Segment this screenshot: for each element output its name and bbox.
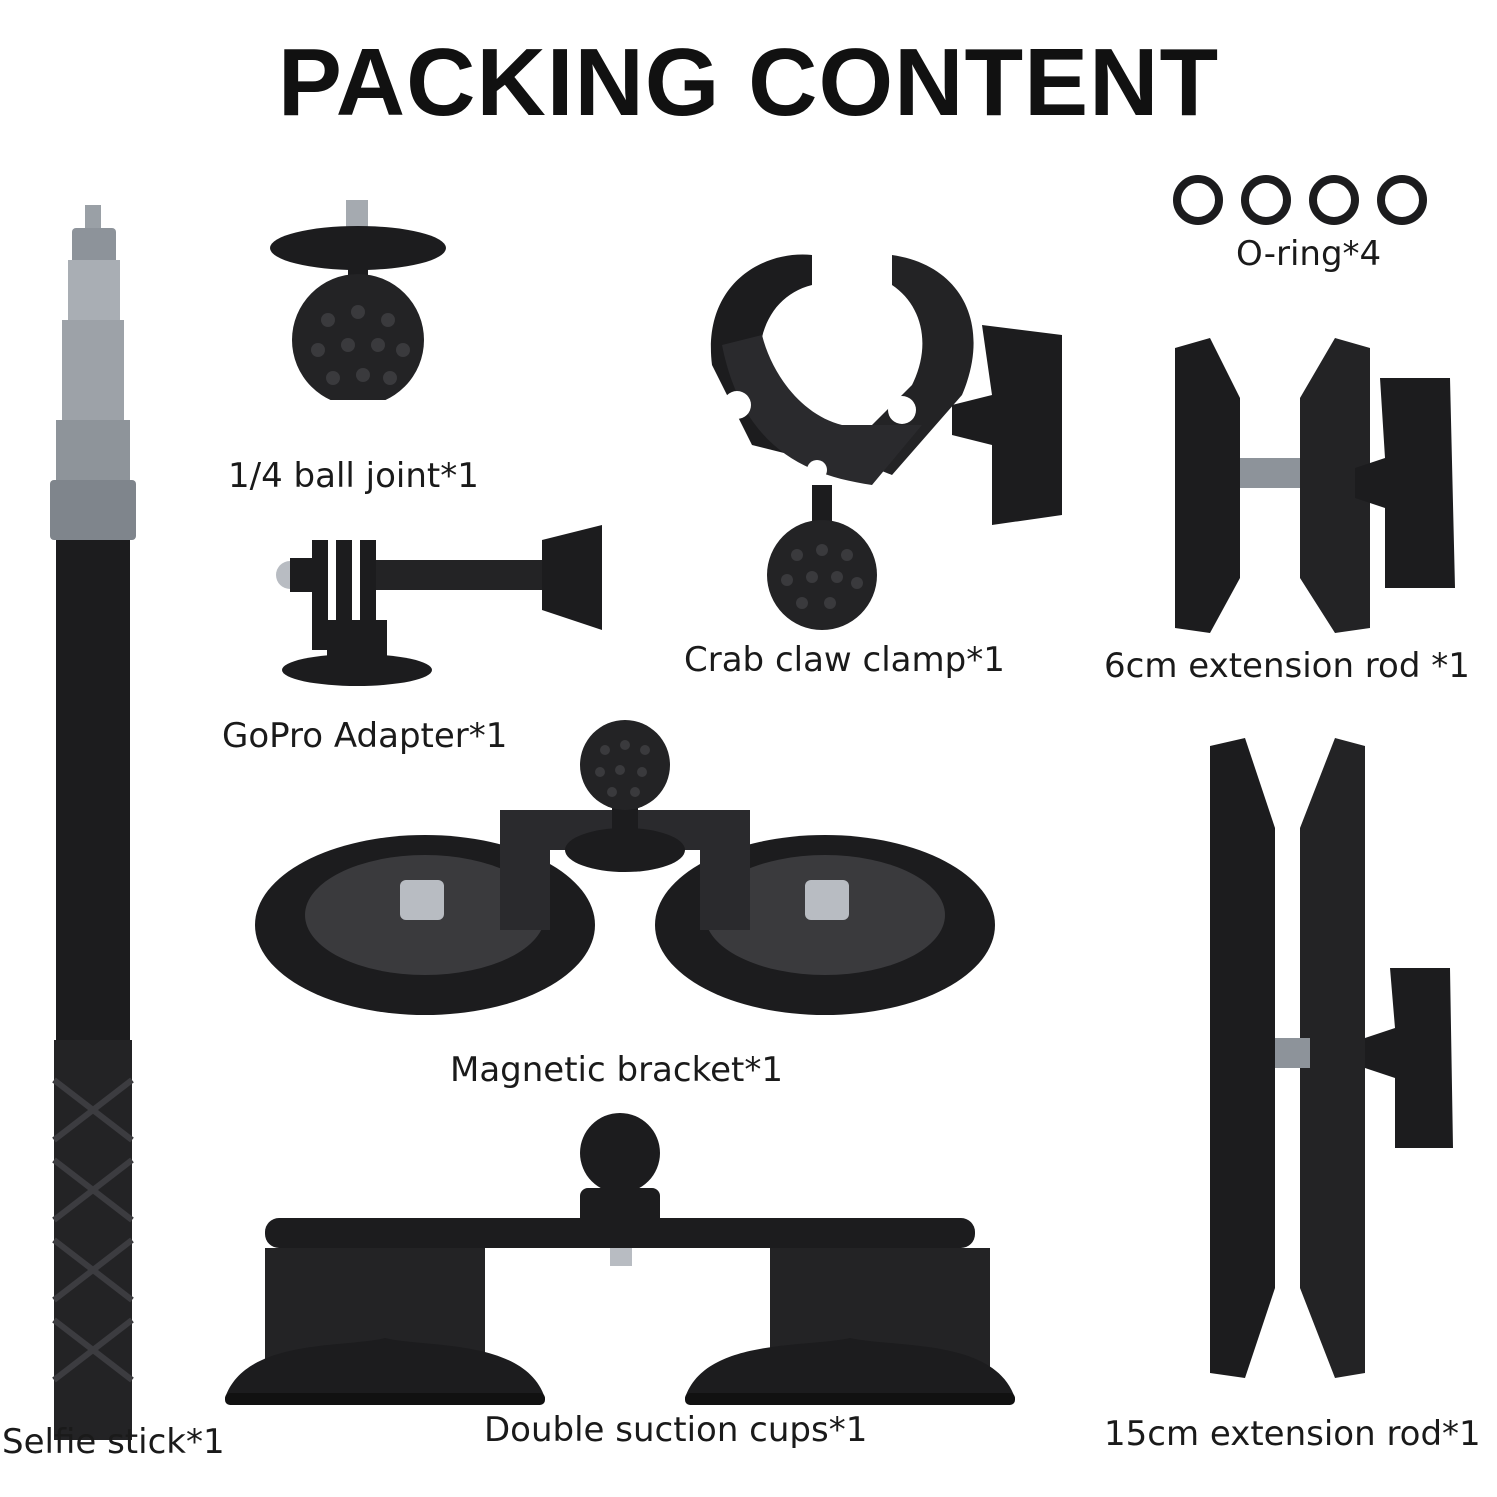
extension-rod-short-icon [1170,338,1460,638]
ball-joint-label: 1/4 ball joint*1 [228,456,479,496]
selfie-stick-label: Selfie stick*1 [2,1422,225,1462]
gopro-adapter-label: GoPro Adapter*1 [222,716,508,756]
page-title: PACKING CONTENT [277,29,1220,136]
double-suction-cups-icon [225,1108,1015,1408]
double-suction-cups-label: Double suction cups*1 [484,1410,868,1450]
magnetic-bracket-icon [250,720,1000,1030]
extension-rod-long-icon [1205,738,1460,1383]
magnetic-bracket-label: Magnetic bracket*1 [450,1050,783,1090]
crab-claw-clamp-label: Crab claw clamp*1 [684,640,1005,680]
gopro-adapter-icon [272,520,612,690]
o-ring-icon [1170,172,1450,228]
crab-claw-clamp-icon [692,245,1072,635]
selfie-stick-icon [40,200,150,1450]
extension-rod-short-label: 6cm extension rod *1 [1104,646,1470,686]
o-ring-label: O-ring*4 [1236,234,1382,274]
ball-joint-icon [268,200,448,400]
extension-rod-long-label: 15cm extension rod*1 [1104,1414,1481,1454]
